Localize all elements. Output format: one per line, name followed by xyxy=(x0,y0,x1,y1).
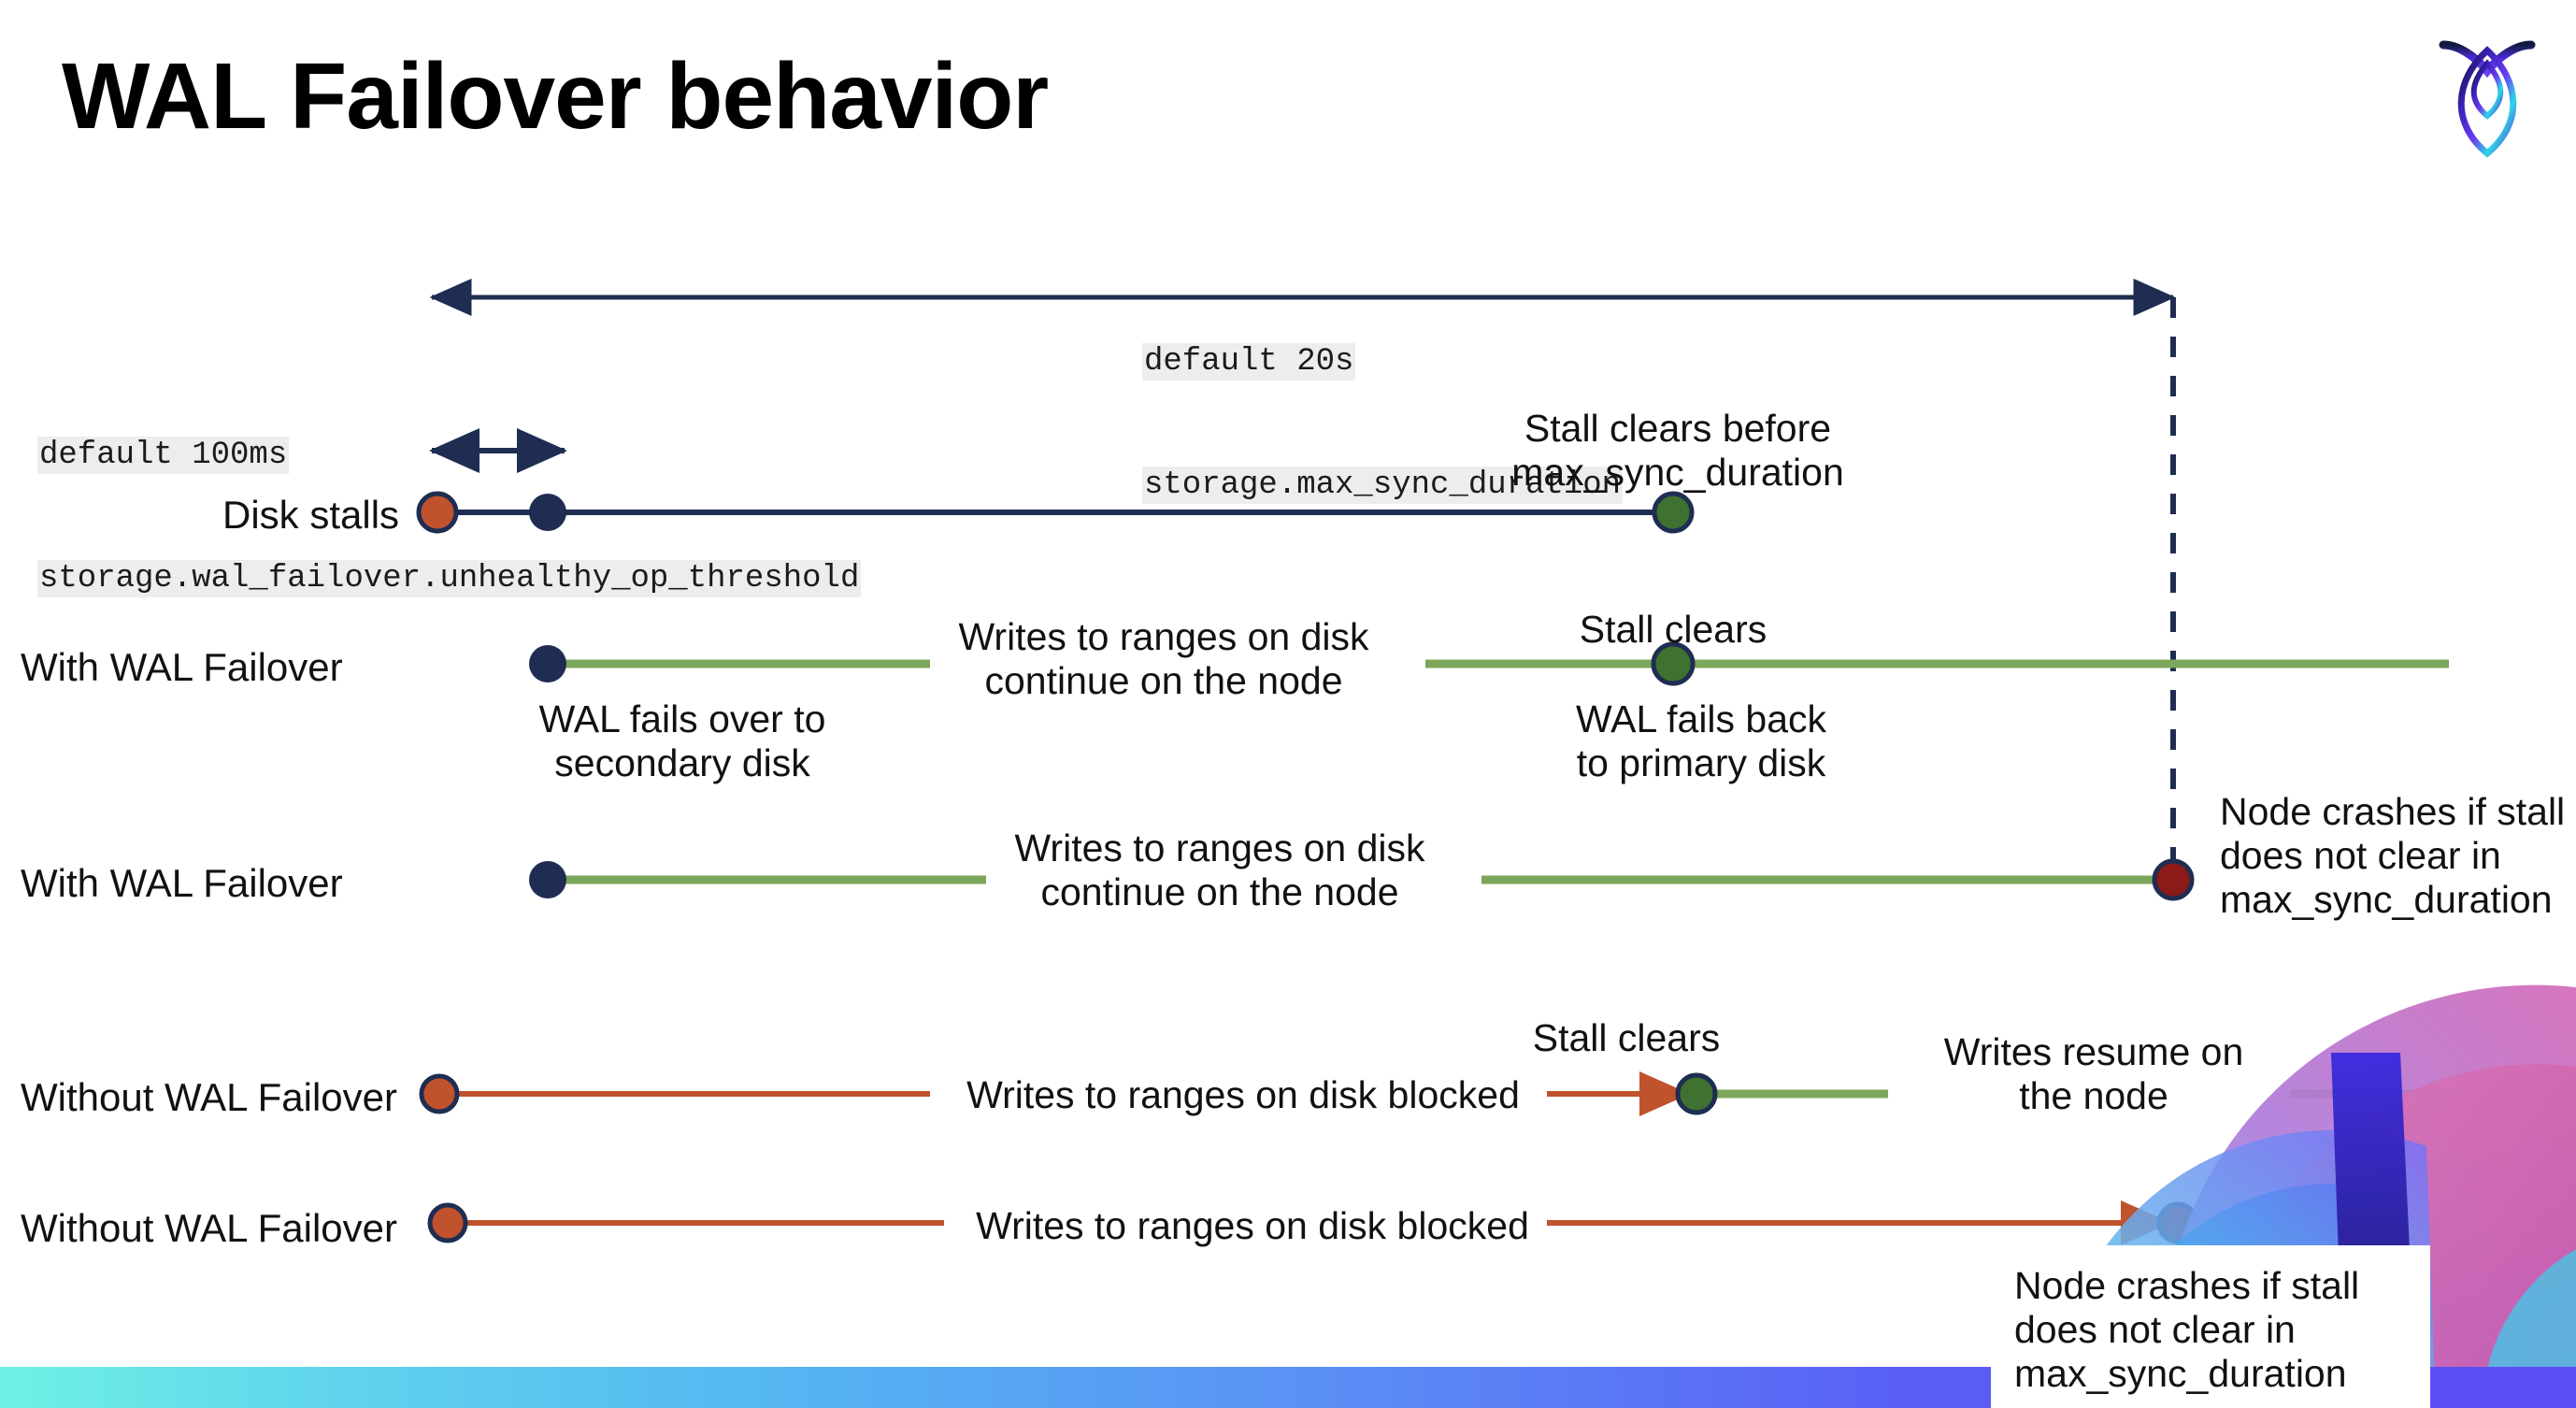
annotation-writes-blocked-row5: Writes to ranges on disk blocked xyxy=(976,1204,1529,1247)
failover-marker xyxy=(529,861,566,898)
annotation-node-crashes-row5: Node crashes if stall does not clear in … xyxy=(2014,1264,2360,1395)
stall-start-marker xyxy=(416,491,459,534)
stall-clear-marker xyxy=(1675,1072,1718,1115)
stall-start-marker xyxy=(419,1073,460,1114)
row-label-disk-stalls: Disk stalls xyxy=(222,493,400,537)
annotation-stall-clears-row2: Stall clears xyxy=(1579,608,1767,651)
row-label-with-wal-failover-crash: With WAL Failover xyxy=(21,861,343,905)
failover-marker xyxy=(529,645,566,682)
row-with-wal-failover-crash-track xyxy=(529,858,2195,901)
stall-start-marker xyxy=(427,1202,468,1243)
row-label-without-wal-failover-crash: Without WAL Failover xyxy=(21,1206,397,1250)
failover-marker xyxy=(529,494,566,531)
annotation-node-crashes-row3: Node crashes if stall does not clear in … xyxy=(2220,790,2566,921)
stall-clear-marker xyxy=(1651,641,1696,686)
cockroachdb-logo-icon xyxy=(2426,19,2548,168)
row-without-wal-failover-clears-track xyxy=(419,1071,2454,1116)
stall-clear-marker xyxy=(1652,491,1695,534)
node-crash-marker xyxy=(2152,858,2195,901)
annotation-stall-clears-before-max-sync: Stall clears before max_sync_duration xyxy=(1511,407,1844,494)
row-label-with-wal-failover-clears: With WAL Failover xyxy=(21,645,343,689)
max-sync-duration-note: default 20s storage.max_sync_duration xyxy=(1142,259,1624,588)
max-sync-duration-default: default 20s xyxy=(1142,343,1356,381)
annotation-writes-continue-row3: Writes to ranges on disk continue on the… xyxy=(1014,826,1425,913)
annotation-wal-fails-over: WAL fails over to secondary disk xyxy=(538,697,826,784)
unhealthy-op-threshold-note: default 100ms storage.wal_failover.unhea… xyxy=(37,352,862,682)
unhealthy-op-threshold-default: default 100ms xyxy=(37,437,290,474)
row-label-without-wal-failover-clears: Without WAL Failover xyxy=(21,1075,397,1119)
annotation-writes-continue-row2: Writes to ranges on disk continue on the… xyxy=(958,615,1369,702)
node-crash-marker xyxy=(2156,1201,2199,1244)
crash-callout-backdrop xyxy=(1991,1245,2430,1408)
row-disk-stalls-track xyxy=(416,491,1695,534)
annotation-wal-fails-back: WAL fails back to primary disk xyxy=(1575,697,1827,784)
max-sync-duration-setting: storage.max_sync_duration xyxy=(1142,467,1624,504)
annotation-writes-resume: Writes resume on the node xyxy=(1943,1030,2244,1117)
unhealthy-op-threshold-setting: storage.wal_failover.unhealthy_op_thresh… xyxy=(37,560,862,597)
annotation-stall-clears-row4: Stall clears xyxy=(1532,1016,1721,1059)
page-title: WAL Failover behavior xyxy=(62,44,1049,149)
annotation-writes-blocked-row4: Writes to ranges on disk blocked xyxy=(966,1073,1520,1116)
row-with-wal-failover-clears-track xyxy=(529,641,2449,686)
